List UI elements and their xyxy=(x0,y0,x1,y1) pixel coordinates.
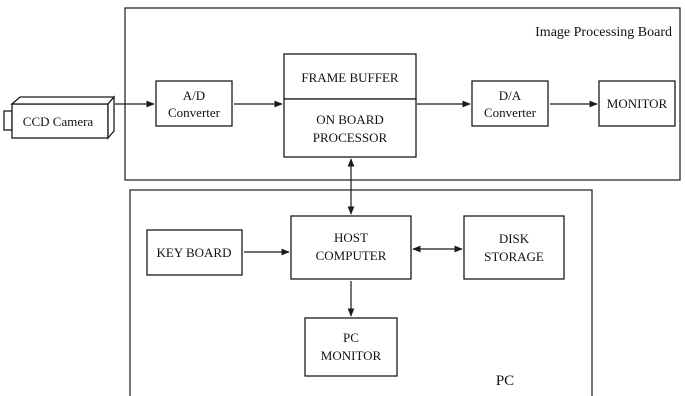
camera-side xyxy=(107,95,115,140)
monitor-label: MONITOR xyxy=(607,96,668,111)
monitor-block: MONITOR xyxy=(598,80,676,127)
ad-converter-block: A/D Converter xyxy=(155,80,233,127)
processor-label-line2: PROCESSOR xyxy=(313,130,388,145)
keyboard-block: KEY BOARD xyxy=(146,229,243,276)
pc-monitor-label-line2: MONITOR xyxy=(321,348,382,363)
camera-label: CCD Camera xyxy=(23,114,94,129)
ad-converter-label-line1: A/D xyxy=(183,88,205,103)
da-converter-label-line1: D/A xyxy=(499,88,522,103)
disk-storage-block: DISK STORAGE xyxy=(463,215,565,280)
host-computer-label-line1: HOST xyxy=(334,230,368,245)
pc-region xyxy=(129,189,593,396)
processor-label-line1: ON BOARD xyxy=(316,112,384,127)
da-converter-block: D/A Converter xyxy=(471,80,549,127)
image-processing-board-label: Image Processing Board xyxy=(535,25,672,40)
keyboard-label: KEY BOARD xyxy=(157,245,232,260)
pc-monitor-block: PC MONITOR xyxy=(304,317,398,377)
host-computer-label-line2: COMPUTER xyxy=(316,248,387,263)
frame-buffer-block: FRAME BUFFER xyxy=(283,53,417,100)
camera-body xyxy=(11,103,109,139)
image-processing-board-region xyxy=(124,7,681,181)
frame-buffer-label: FRAME BUFFER xyxy=(301,70,398,85)
ad-converter-label-line2: Converter xyxy=(168,105,221,120)
ccd-camera-block: CCD Camera xyxy=(3,95,116,140)
host-computer-block: HOST COMPUTER xyxy=(290,215,412,280)
disk-storage-label-line1: DISK xyxy=(499,231,530,246)
on-board-processor-block: ON BOARD PROCESSOR xyxy=(283,98,417,158)
disk-storage-label-line2: STORAGE xyxy=(484,249,544,264)
da-converter-label-line2: Converter xyxy=(484,105,537,120)
pc-region-label: PC xyxy=(496,373,514,389)
camera-lens xyxy=(3,110,13,131)
pc-monitor-label-line1: PC xyxy=(343,330,359,345)
camera-top xyxy=(10,96,116,105)
